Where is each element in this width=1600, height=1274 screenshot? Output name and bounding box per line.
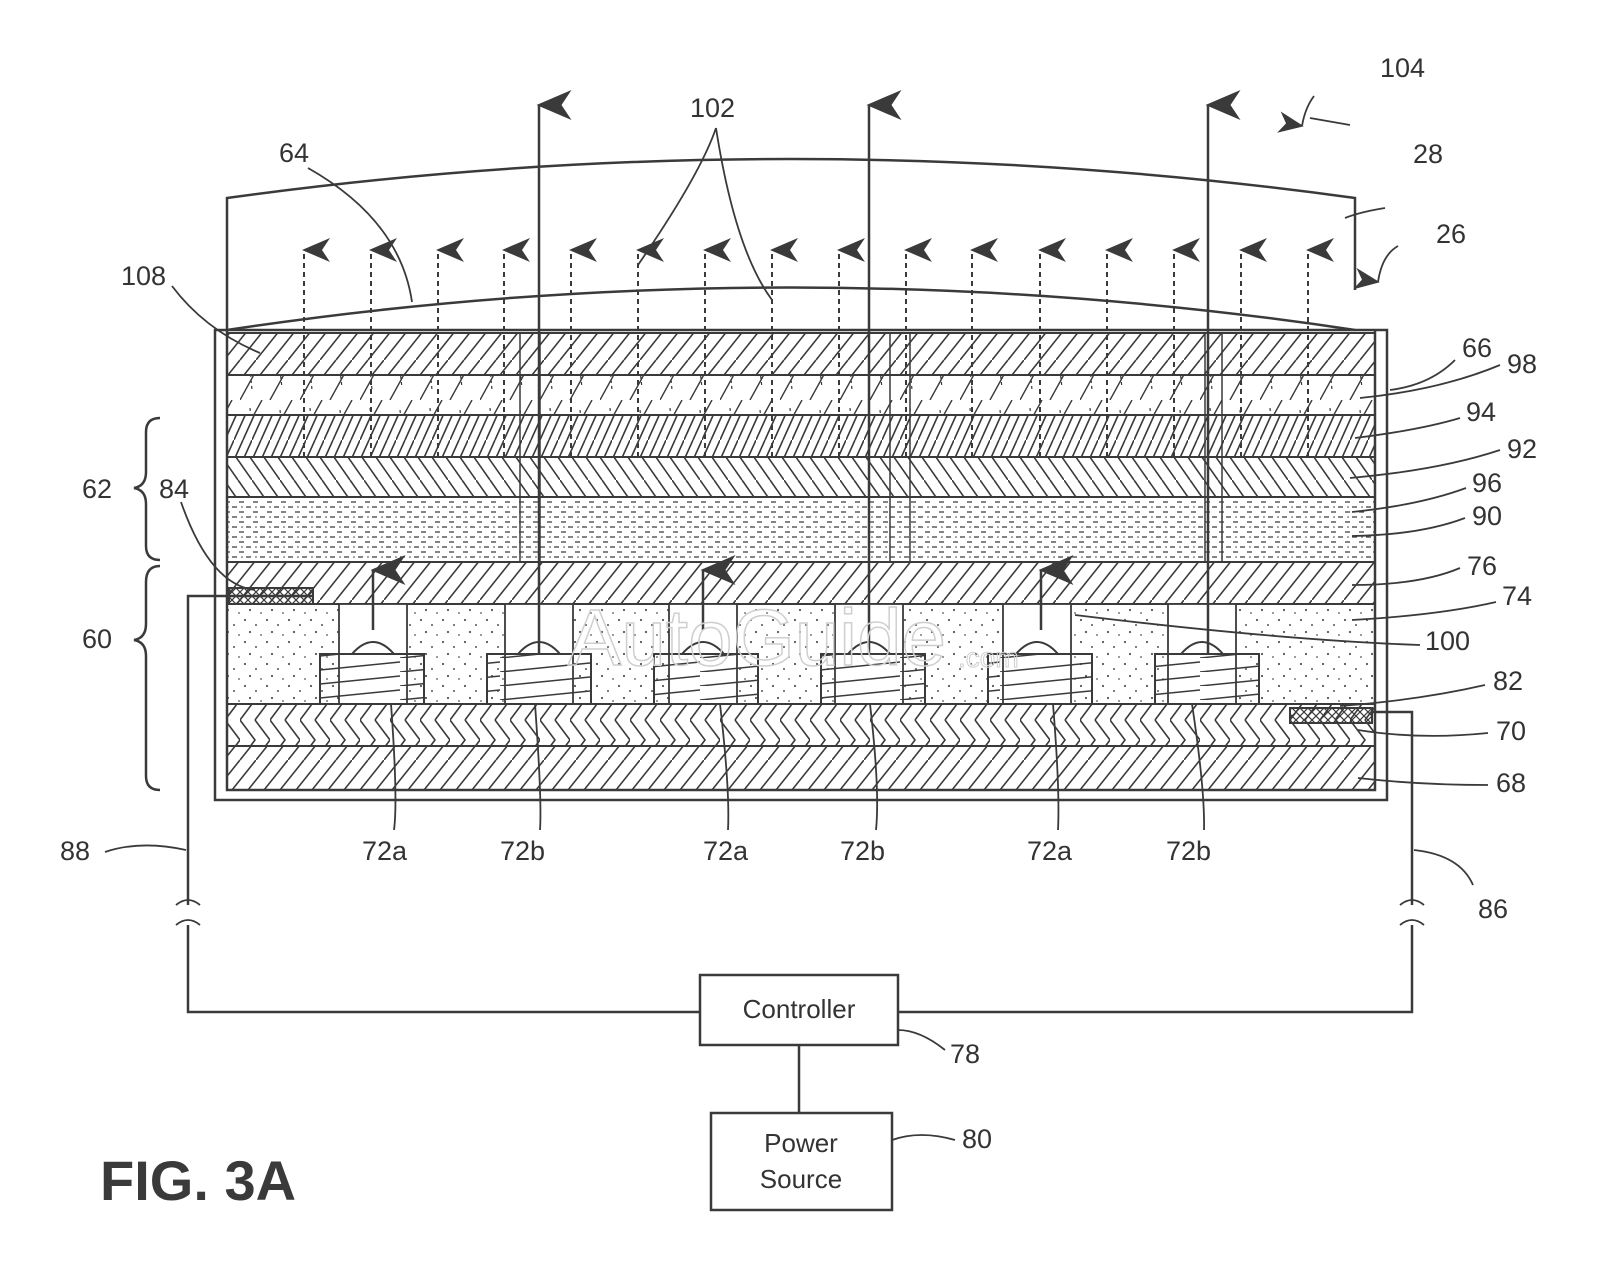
ref-98: 98	[1507, 349, 1537, 379]
figure-title: FIG. 3A	[100, 1149, 296, 1212]
brace-60	[133, 564, 161, 792]
ref-28: 28	[1413, 139, 1443, 169]
layer-90	[226, 496, 1376, 563]
ref-70: 70	[1496, 716, 1526, 746]
watermark-suffix: .com	[958, 642, 1019, 673]
led-label-72a-1: 72a	[362, 836, 408, 866]
light-arrows-solid	[536, 90, 1241, 654]
ref-104: 104	[1380, 53, 1425, 83]
electrode-82	[1289, 707, 1373, 724]
wire-86	[1372, 710, 1414, 905]
layer-98	[226, 374, 1376, 416]
ref-94: 94	[1466, 397, 1496, 427]
housing	[213, 328, 1389, 802]
led-72a-3	[987, 641, 1093, 705]
led-72b-3	[1154, 641, 1260, 705]
layer-76	[226, 561, 1376, 605]
led-72a-2	[653, 641, 759, 705]
ref-108: 108	[121, 261, 166, 291]
ref-82: 82	[1493, 666, 1523, 696]
power-source-label-2: Source	[760, 1164, 842, 1194]
ref-26: 26	[1436, 219, 1466, 249]
wire-88	[186, 594, 313, 905]
layer-92	[226, 456, 1376, 498]
layer-94	[226, 414, 1376, 458]
wire-break-88	[175, 899, 201, 926]
ref-76: 76	[1467, 551, 1497, 581]
layer-68	[226, 745, 1376, 791]
wire-break-86	[1399, 899, 1425, 926]
led-72b-2	[820, 641, 926, 705]
ref-62: 62	[82, 474, 112, 504]
ref-68: 68	[1496, 768, 1526, 798]
wire-86-lower	[898, 925, 1414, 1014]
ref-66: 66	[1462, 333, 1492, 363]
led-label-72b-1: 72b	[500, 836, 545, 866]
layer-70	[226, 703, 1376, 747]
ref-78: 78	[950, 1039, 980, 1069]
led-72a-1	[319, 641, 425, 705]
leader-lines	[104, 95, 1501, 1141]
led-label-72b-3: 72b	[1166, 836, 1211, 866]
wire-88-lower	[186, 925, 700, 1014]
led-72b-1	[486, 641, 592, 705]
watermark: AutoGuide	[568, 593, 946, 682]
controller-box	[698, 973, 900, 1047]
controller-label: Controller	[743, 994, 856, 1024]
ref-86: 86	[1478, 894, 1508, 924]
ref-60: 60	[82, 624, 112, 654]
layer-108	[226, 332, 1376, 376]
ref-100: 100	[1425, 626, 1470, 656]
reference-numerals: 104 102 64 28 26 108 66 98 94 92 96 90 6…	[60, 53, 1537, 1154]
led-label-72a-2: 72a	[703, 836, 749, 866]
inner-surface-64	[226, 286, 1356, 332]
ref-84: 84	[159, 474, 189, 504]
led-labels: 72a 72b 72a 72b 72a 72b	[362, 836, 1211, 866]
brace-62	[133, 416, 161, 562]
ref-74: 74	[1502, 581, 1532, 611]
led-label-72a-3: 72a	[1027, 836, 1073, 866]
ref-96: 96	[1472, 468, 1502, 498]
ref-92: 92	[1507, 434, 1537, 464]
ref-80: 80	[962, 1124, 992, 1154]
ref-88: 88	[60, 836, 90, 866]
power-source-box	[709, 1111, 894, 1212]
ref-102: 102	[690, 93, 735, 123]
power-source-label-1: Power	[764, 1128, 838, 1158]
ref-90: 90	[1472, 501, 1502, 531]
led-chips	[319, 641, 1260, 705]
ref-64: 64	[279, 138, 309, 168]
outer-lens-28	[225, 157, 1357, 330]
led-label-72b-2: 72b	[840, 836, 885, 866]
light-arrows-dashed	[302, 238, 1334, 457]
light-arrows-short	[370, 555, 1074, 630]
